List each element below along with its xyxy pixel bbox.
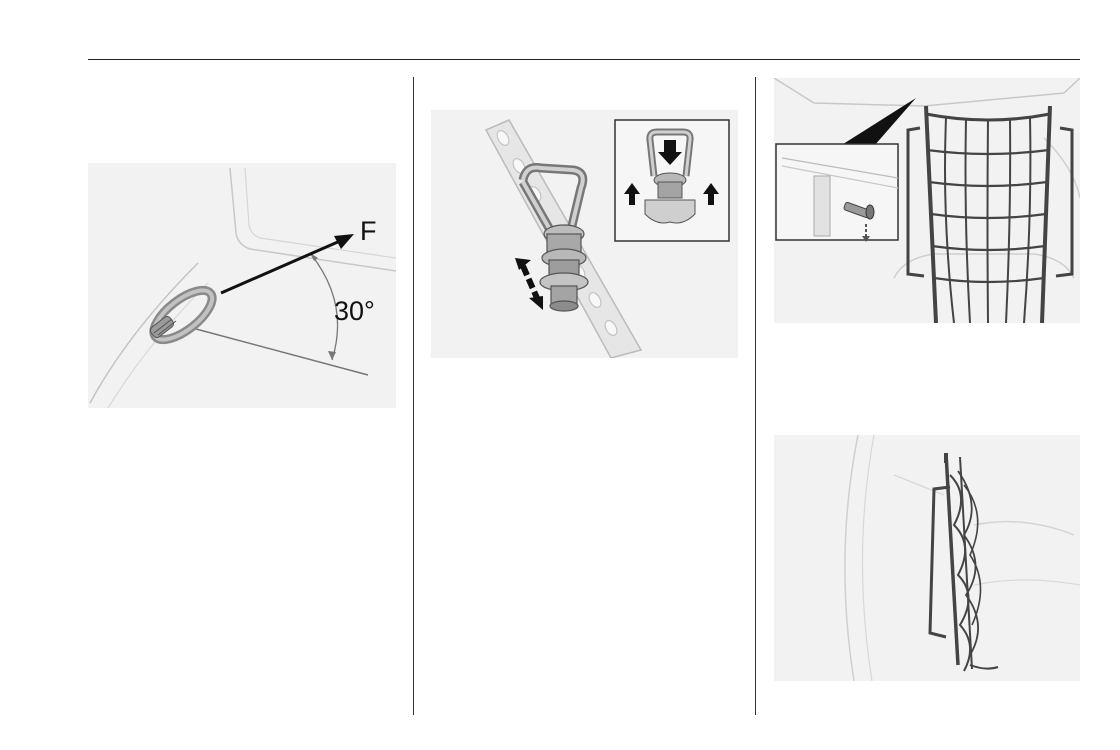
tow-eye-figure: F 30°: [88, 163, 396, 408]
slide-arrow-icon: [515, 258, 543, 310]
net-fixing-inset: [775, 143, 899, 241]
arrow-up-icon: [624, 183, 640, 205]
force-label: F: [360, 216, 377, 246]
tie-down-anchor-figure: [431, 110, 738, 358]
cargo-net-stowed-figure: [774, 435, 1080, 681]
force-arrow-icon: [334, 234, 354, 249]
angle-label: 30°: [334, 296, 375, 326]
cargo-net-installed-figure: [774, 78, 1080, 323]
arrow-down-icon: [658, 140, 682, 165]
cargo-net-icon: [944, 452, 999, 672]
tie-down-anchor-icon: [518, 163, 589, 312]
header-rule: [88, 59, 1080, 60]
cargo-net-icon: [924, 105, 1052, 323]
tow-eye-ring-icon: [149, 285, 217, 345]
fixing-bolt-icon: [843, 201, 875, 242]
column-divider-2: [755, 77, 756, 715]
column-divider-1: [413, 77, 414, 715]
arrow-up-icon: [703, 183, 719, 205]
anchor-detail-icon: [644, 128, 696, 224]
